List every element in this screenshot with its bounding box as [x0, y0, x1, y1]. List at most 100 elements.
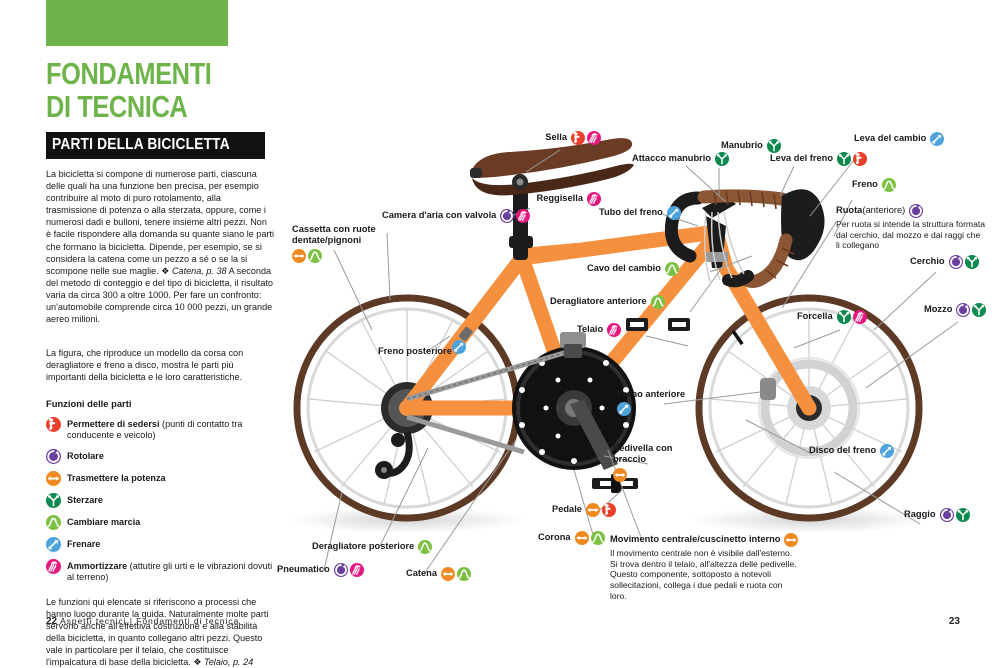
callout-icons	[837, 152, 868, 166]
gear-icon	[664, 262, 679, 276]
callout-title-text: Cavo del cambio	[587, 263, 661, 274]
callout-title: Tubo del freno	[599, 206, 719, 220]
roll-icon	[46, 448, 61, 464]
callout-title-text: Deragliatore posteriore	[312, 541, 415, 552]
callout-leva-freno: Leva del freno	[770, 152, 910, 166]
legend-item-label: Permettere di sedersi (punti di contatto…	[67, 418, 243, 441]
callout-title: Freno	[852, 178, 942, 192]
steer-icon	[837, 152, 852, 166]
legend-item-label: Ammortizzare (attutire gli urti e le vib…	[67, 560, 273, 583]
callout-title-qualifier: (anteriore)	[862, 205, 906, 216]
callout-title: Pedale	[552, 503, 632, 517]
intro-p1-continuation: A seconda del metodo di conteggio e del …	[46, 265, 273, 325]
callout-title: Sella	[521, 131, 601, 145]
power-icon	[585, 503, 600, 517]
callout-icons	[587, 192, 601, 206]
callout-icons	[607, 323, 622, 337]
callout-title: Movimento centrale/cuscinetto interno	[610, 533, 800, 547]
callout-icons	[664, 262, 679, 276]
legend-item-power: Trasmettere la potenza	[46, 470, 274, 486]
callout-title: Cassetta con ruote dentate/pignoni	[292, 224, 402, 266]
chain	[406, 347, 575, 455]
gear-icon	[590, 531, 605, 545]
intro-paragraph-1: La bicicletta si compone di numerose par…	[46, 168, 274, 325]
legend-item-brake: Frenare	[46, 536, 274, 552]
gear-icon	[650, 295, 665, 309]
callout-title-text: Raggio	[904, 509, 936, 520]
legend-item-label: Cambiare marcia	[67, 516, 141, 527]
callout-title-text: Telaio	[577, 324, 604, 335]
steer-icon	[836, 310, 851, 324]
callout-cerchio: Cerchio	[910, 255, 1000, 269]
callout-title-text: Pedale	[552, 504, 582, 515]
power-icon	[441, 567, 456, 581]
power-icon	[46, 470, 61, 486]
sit-icon	[601, 503, 616, 517]
intro-p1-text: La bicicletta si compone di numerose par…	[46, 169, 274, 276]
callout-mozzo: Mozzo	[924, 303, 1000, 317]
legend-item-gear: Cambiare marcia	[46, 514, 274, 530]
callout-cavo-cambio: Cavo del cambio	[587, 262, 717, 276]
callout-title-text: Forcella	[797, 311, 833, 322]
sit-icon	[853, 152, 868, 166]
callout-title: Leva del cambio	[854, 132, 994, 146]
callout-icons	[930, 132, 945, 146]
legend-item-label: Trasmettere la potenza	[67, 472, 166, 483]
damping-icon	[516, 209, 531, 223]
callout-title-text: Tubo del freno	[599, 207, 663, 218]
callout-title: Leva del freno	[770, 152, 910, 166]
callout-title-text: Freno	[852, 179, 878, 190]
damping-icon	[349, 563, 364, 577]
callout-icons	[836, 310, 867, 324]
intro-p3-reference: Telaio, p. 24	[204, 657, 254, 668]
page-spread: FONDAMENTI DI TECNICA PARTI DELLA BICICL…	[46, 0, 1000, 668]
green-header-bar	[46, 0, 228, 46]
legend-item-steer: Sterzare	[46, 492, 274, 508]
roll-icon	[939, 508, 954, 522]
callout-title-text: Reggisella	[536, 193, 583, 204]
damping-icon	[46, 558, 61, 574]
callout-title-text: Freno anteriore	[617, 389, 686, 399]
callout-freno: Freno	[852, 178, 942, 192]
legend-item-roll: Rotolare	[46, 448, 274, 464]
callout-title: Cerchio	[910, 255, 1000, 269]
callout-title: Pedivella con braccio	[613, 443, 683, 485]
brake-icon	[880, 444, 895, 458]
callout-title: Mozzo	[924, 303, 1000, 317]
folio-left-text: Aspetti tecnici | Fondamenti di tecnica	[59, 616, 240, 626]
callout-title: Ruota (anteriore)	[836, 204, 986, 218]
callout-title: Disco del freno	[809, 444, 929, 458]
callout-title: Pneumatico	[277, 563, 397, 577]
callout-leva-cambio: Leva del cambio	[854, 132, 994, 146]
callout-forcella: Forcella	[797, 310, 897, 324]
callout-title-text: Leva del cambio	[854, 133, 927, 144]
functions-legend-list: Permettere di sedersi (punti di contatto…	[46, 416, 274, 584]
legend-item-label: Rotolare	[67, 450, 104, 461]
brake-icon	[930, 132, 945, 146]
gear-icon	[46, 514, 61, 530]
intro-paragraph-3: Le funzioni qui elencate si riferiscono …	[46, 596, 274, 668]
callout-pedivella: Pedivella con braccio	[613, 443, 683, 485]
callout-icons	[784, 533, 799, 547]
left-column: FONDAMENTI DI TECNICA PARTI DELLA BICICL…	[46, 0, 274, 667]
callout-manubrio: Manubrio	[721, 139, 831, 153]
power-icon	[574, 531, 589, 545]
callout-disco: Disco del freno	[809, 444, 929, 458]
callout-title: Attacco manubrio	[632, 152, 752, 166]
callout-title-text: Pneumatico	[277, 564, 330, 575]
front-derailleur	[560, 332, 586, 358]
steer-icon	[972, 303, 987, 317]
callout-title-text: Movimento centrale/cuscinetto interno	[610, 534, 781, 545]
callout-freno-post: Freno posteriore	[378, 338, 468, 357]
callout-sella: Sella	[521, 131, 601, 145]
rear-derailleur	[375, 431, 413, 479]
legend-item-damping: Ammortizzare (attutire gli urti e le vib…	[46, 558, 274, 584]
footer-left: 22 Aspetti tecnici | Fondamenti di tecni…	[46, 616, 239, 627]
callout-icons	[418, 540, 433, 554]
callout-title-text: Ruota	[836, 205, 863, 216]
steer-icon	[766, 139, 781, 153]
callout-icons	[441, 567, 472, 581]
roll-icon	[909, 204, 924, 218]
brake-icon	[451, 340, 466, 354]
